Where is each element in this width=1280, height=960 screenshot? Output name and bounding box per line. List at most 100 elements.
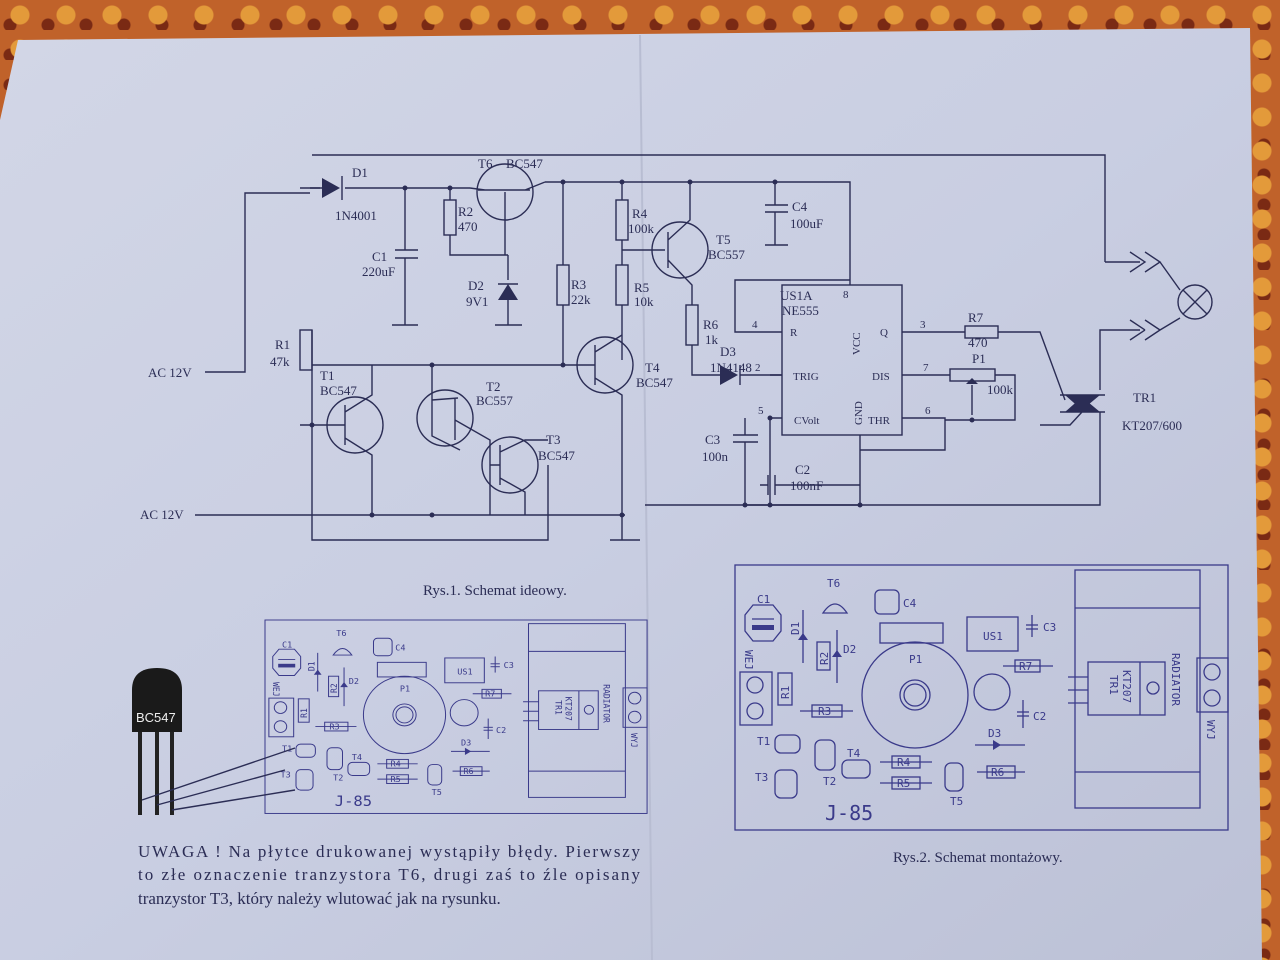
svg-text:T5: T5	[950, 795, 963, 808]
svg-text:T1: T1	[282, 744, 292, 754]
svg-text:T1: T1	[757, 735, 770, 748]
ne555-chip	[781, 284, 903, 436]
svg-text:8: 8	[843, 289, 849, 301]
value-us1: NE555	[782, 303, 819, 318]
pcb-caption: Rys.2. Schemat montażowy.	[893, 850, 1063, 866]
svg-text:T3: T3	[281, 770, 291, 780]
value-r4: 100k	[628, 221, 655, 236]
value-t2: BC557	[476, 393, 513, 408]
svg-text:R7: R7	[485, 689, 495, 699]
value-c1: 220uF	[362, 264, 395, 279]
value-c3: 100n	[702, 449, 729, 464]
transistor-illustration: BC547	[132, 668, 296, 815]
label-r6: R6	[703, 317, 719, 332]
svg-text:Q: Q	[880, 327, 888, 339]
svg-text:C4: C4	[395, 643, 405, 653]
label-t4: T4	[645, 360, 660, 375]
label-us1: US1A	[780, 288, 813, 303]
svg-text:WEJ: WEJ	[742, 650, 755, 670]
label-d3: D3	[720, 344, 736, 359]
svg-text:R5: R5	[391, 774, 401, 784]
svg-text:R3: R3	[329, 722, 339, 732]
svg-text:T3: T3	[755, 771, 768, 784]
label-t2: T2	[486, 379, 500, 394]
svg-text:R4: R4	[897, 756, 911, 769]
svg-text:T2: T2	[823, 775, 836, 788]
label-t3: T3	[546, 432, 560, 447]
svg-text:C2: C2	[496, 725, 506, 735]
svg-text:R6: R6	[463, 766, 473, 776]
svg-text:D2: D2	[843, 643, 856, 656]
svg-text:THR: THR	[868, 415, 891, 427]
label-c3: C3	[705, 432, 720, 447]
svg-text:C1: C1	[757, 593, 770, 606]
svg-text:D2: D2	[349, 676, 359, 686]
svg-text:T5: T5	[432, 787, 442, 797]
svg-text:T2: T2	[333, 773, 343, 783]
value-c2: 100nF	[790, 478, 823, 493]
svg-text:5: 5	[758, 405, 764, 417]
value-t6: BC547	[506, 156, 543, 171]
label-c2: C2	[795, 462, 810, 477]
label-tr1: TR1	[1133, 390, 1156, 405]
svg-text:R2: R2	[818, 652, 831, 665]
svg-text:VCC: VCC	[851, 332, 863, 355]
svg-text:CVolt: CVolt	[794, 415, 819, 427]
svg-text:T4: T4	[352, 752, 362, 762]
svg-text:WYJ: WYJ	[1204, 720, 1217, 740]
value-t4: BC547	[636, 375, 673, 390]
svg-text:P1: P1	[909, 653, 922, 666]
label-p1: P1	[972, 351, 986, 366]
label-r3: R3	[571, 277, 586, 292]
svg-text:R3: R3	[818, 705, 831, 718]
svg-text:T4: T4	[847, 747, 861, 760]
value-r5: 10k	[634, 294, 654, 309]
svg-text:T6: T6	[336, 628, 346, 638]
svg-text:UWAGA ! Na płytce drukowanej w: UWAGA ! Na płytce drukowanej wystąpiły b…	[138, 842, 640, 861]
label-r5: R5	[634, 280, 649, 295]
value-d2: 9V1	[466, 294, 488, 309]
svg-text:D1: D1	[306, 661, 316, 671]
svg-text:C2: C2	[1033, 710, 1046, 723]
value-d1: 1N4001	[335, 208, 377, 223]
svg-text:R7: R7	[1019, 660, 1032, 673]
value-t3: BC547	[538, 448, 575, 463]
value-p1: 100k	[987, 382, 1014, 397]
label-r2: R2	[458, 204, 473, 219]
label-c1: C1	[372, 249, 387, 264]
svg-text:WYJ: WYJ	[629, 733, 639, 747]
value-r6: 1k	[705, 332, 719, 347]
svg-text:US1: US1	[983, 630, 1003, 643]
value-r2: 470	[458, 219, 478, 234]
svg-text:DIS: DIS	[872, 371, 890, 383]
paper-fold	[639, 34, 653, 960]
svg-text:TRIG: TRIG	[793, 371, 819, 383]
svg-text:WEJ: WEJ	[271, 682, 281, 696]
ac-input-label: AC 12V	[148, 365, 192, 380]
svg-text:4: 4	[752, 319, 758, 331]
label-t6: T6	[478, 156, 493, 171]
svg-text:to złe oznaczenie tranzystora: to złe oznaczenie tranzystora T6, drugi …	[138, 865, 641, 884]
label-c4: C4	[792, 199, 808, 214]
transistor-marking: BC547	[136, 710, 176, 725]
svg-text:US1: US1	[457, 667, 472, 677]
ne555-pins: 4 8 3 2 7 5 6 R Q TRIG DIS CVolt THR VCC…	[752, 289, 931, 427]
value-t5: BC557	[708, 247, 745, 262]
svg-text:KT207: KT207	[564, 697, 574, 721]
svg-text:6: 6	[925, 405, 931, 417]
label-r7: R7	[968, 310, 984, 325]
value-t1: BC547	[320, 383, 357, 398]
svg-text:tranzystor T3, który należy wl: tranzystor T3, który należy wlutować jak…	[138, 889, 501, 908]
svg-text:C4: C4	[903, 597, 917, 610]
svg-text:C3: C3	[1043, 621, 1056, 634]
label-t5: T5	[716, 232, 730, 247]
paper	[0, 28, 1262, 960]
svg-text:7: 7	[923, 362, 929, 374]
svg-text:C1: C1	[282, 640, 292, 650]
svg-text:R1: R1	[779, 686, 792, 699]
pcb-layout-small: C1 T6 C4 D1 R2 D2 US1 C3 P1 R7 WEJ R1 R3…	[264, 619, 648, 814]
label-d1: D1	[352, 165, 368, 180]
svg-text:J-85: J-85	[825, 801, 873, 825]
lamp-icon	[1177, 284, 1213, 320]
